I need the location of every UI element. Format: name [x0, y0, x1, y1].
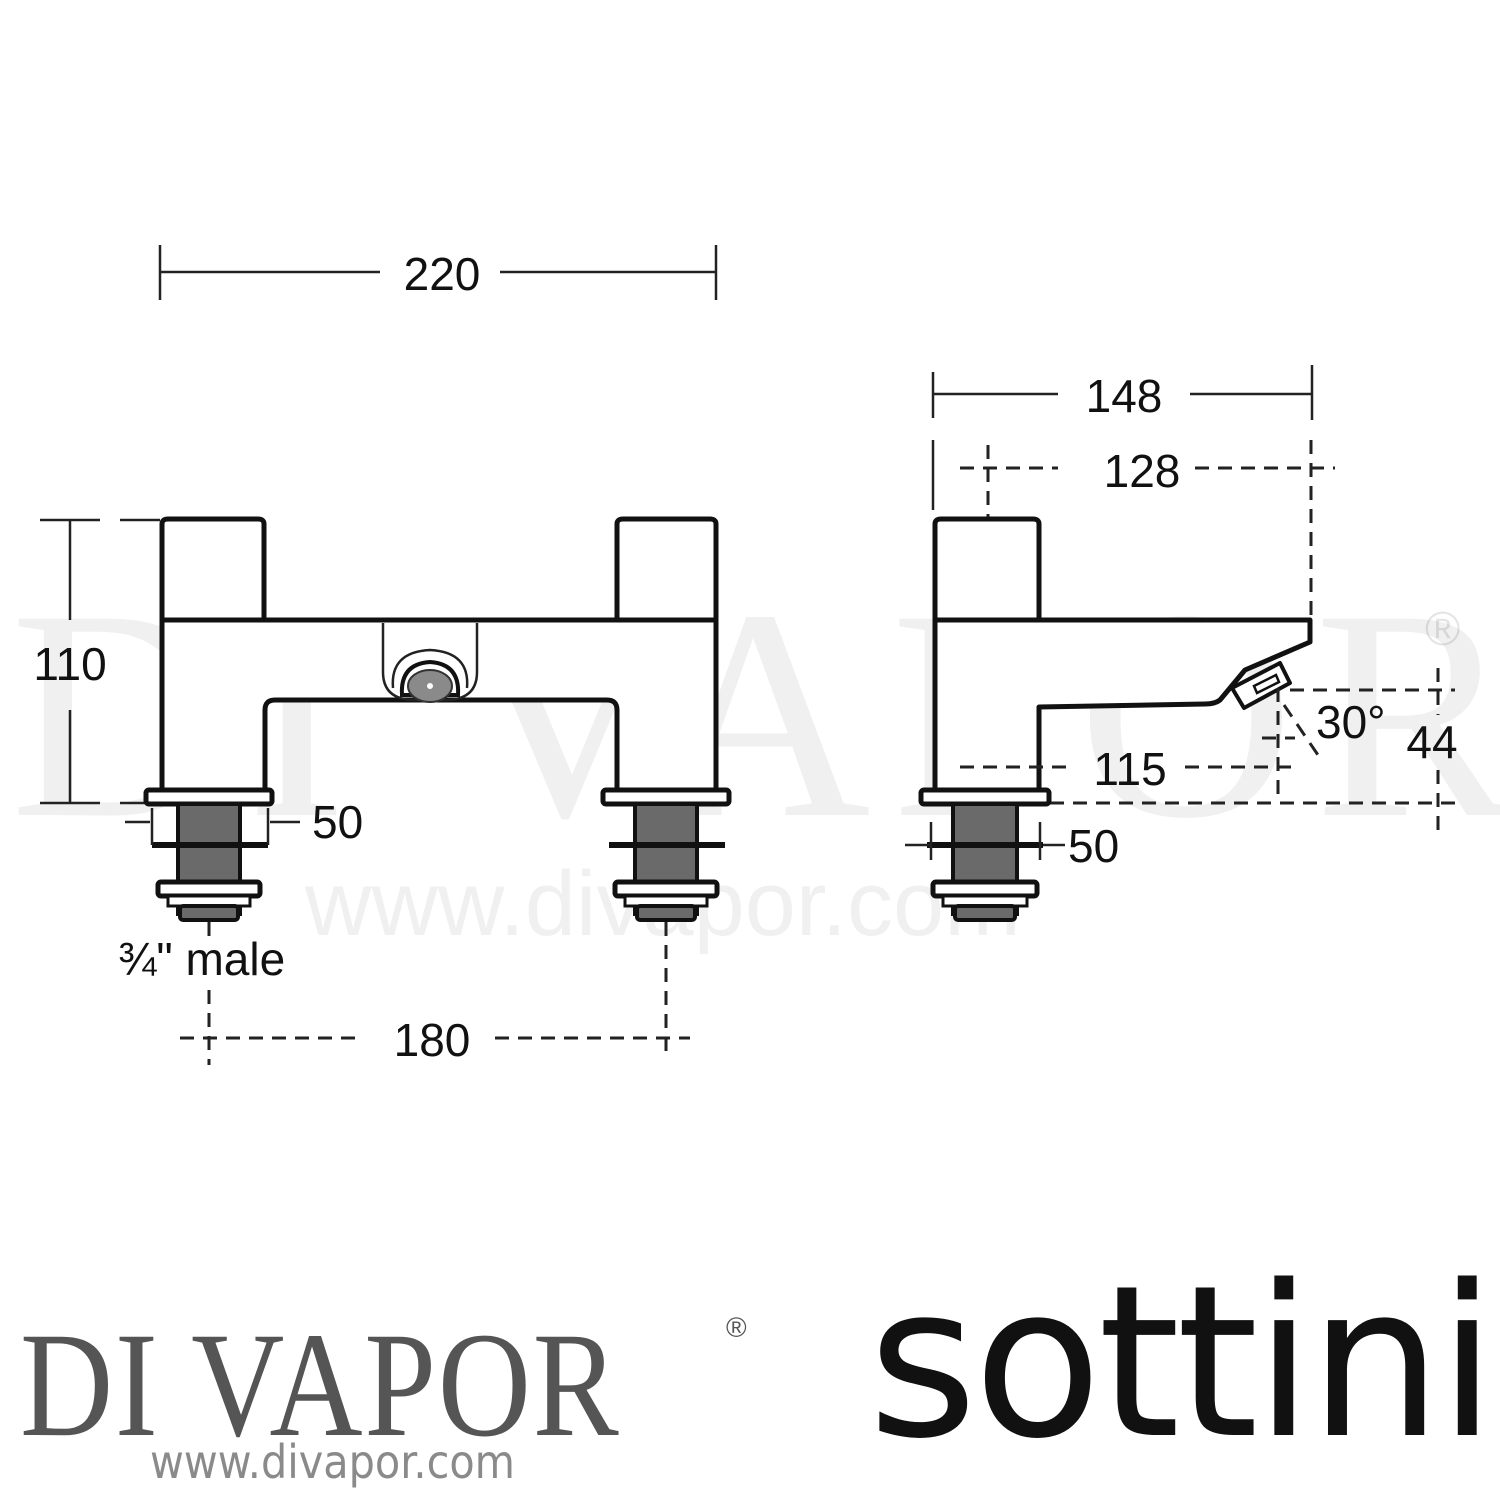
dim-44-label: 44 [1406, 716, 1457, 768]
dimension-tap-centres: 180 [180, 922, 690, 1066]
dimension-overall-width: 220 [158, 245, 718, 300]
left-handle [159, 516, 267, 620]
registered-icon: ® [726, 1312, 747, 1343]
bridge-body [159, 617, 719, 793]
dim-115-label: 115 [1093, 743, 1166, 795]
dimension-spout-angle: 30° 44 [1262, 668, 1458, 830]
aerator-icon [381, 623, 479, 703]
side-handle [932, 516, 1042, 620]
front-view: 220 110 [33, 245, 732, 1066]
dim-110-label: 110 [33, 638, 106, 690]
dimension-overall-depth: 148 [931, 365, 1314, 422]
dim-50-side-label: 50 [1068, 820, 1119, 872]
dim-128-label: 128 [1104, 445, 1181, 497]
dimension-spout-height: 115 [960, 743, 1300, 795]
dimension-spout-projection: 128 [931, 440, 1335, 800]
dim-180-label: 180 [394, 1014, 471, 1066]
dim-220-label: 220 [404, 248, 481, 300]
spout-aerator-icon [1230, 661, 1292, 710]
dim-50-front-label: 50 [312, 796, 363, 848]
side-body-spout [932, 617, 1313, 793]
right-tail-connector [600, 787, 732, 922]
connection-size-label: ¾" male [118, 933, 285, 985]
watermark-registered-icon: ® [1425, 603, 1460, 656]
dimension-height: 110 [33, 518, 160, 805]
left-tail-connector: 50 [125, 787, 363, 922]
side-view: 148 128 30° 44 [905, 365, 1458, 922]
sottini-logo: sottini [868, 1240, 1496, 1485]
divapor-logo: DI VAPOR [20, 1302, 621, 1468]
side-tail-connector: 50 [905, 787, 1119, 922]
divapor-url[interactable]: www.divapor.com [150, 1435, 516, 1489]
dim-148-label: 148 [1086, 370, 1163, 422]
dim-30deg-label: 30° [1316, 696, 1386, 748]
right-handle [614, 516, 719, 620]
